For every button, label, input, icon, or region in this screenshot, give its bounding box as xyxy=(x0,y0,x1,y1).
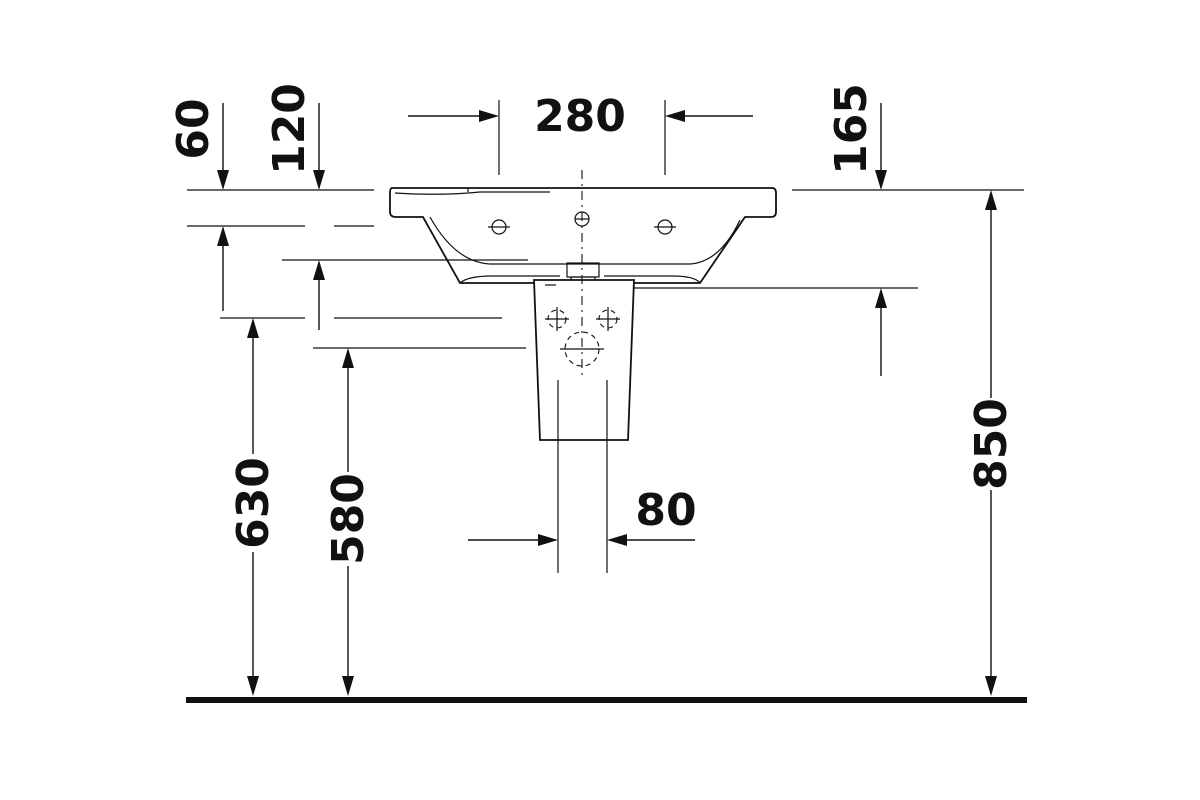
dim-label-80: 80 xyxy=(635,485,696,536)
dimension-lines xyxy=(217,103,997,696)
floor-line xyxy=(186,697,1027,703)
dim-label-165: 165 xyxy=(826,83,877,175)
dim-label-630: 630 xyxy=(228,457,279,549)
dim-label-280: 280 xyxy=(534,91,626,142)
semi-pedestal xyxy=(533,279,635,441)
extension-lines xyxy=(187,100,1024,573)
dim-label-850: 850 xyxy=(966,398,1017,490)
dim-label-580: 580 xyxy=(323,473,374,565)
dim-label-60: 60 xyxy=(168,98,219,159)
dimension-labels: 60 120 280 165 630 580 850 80 xyxy=(168,83,1017,565)
dim-label-120: 120 xyxy=(264,83,315,175)
washbasin xyxy=(389,187,777,288)
